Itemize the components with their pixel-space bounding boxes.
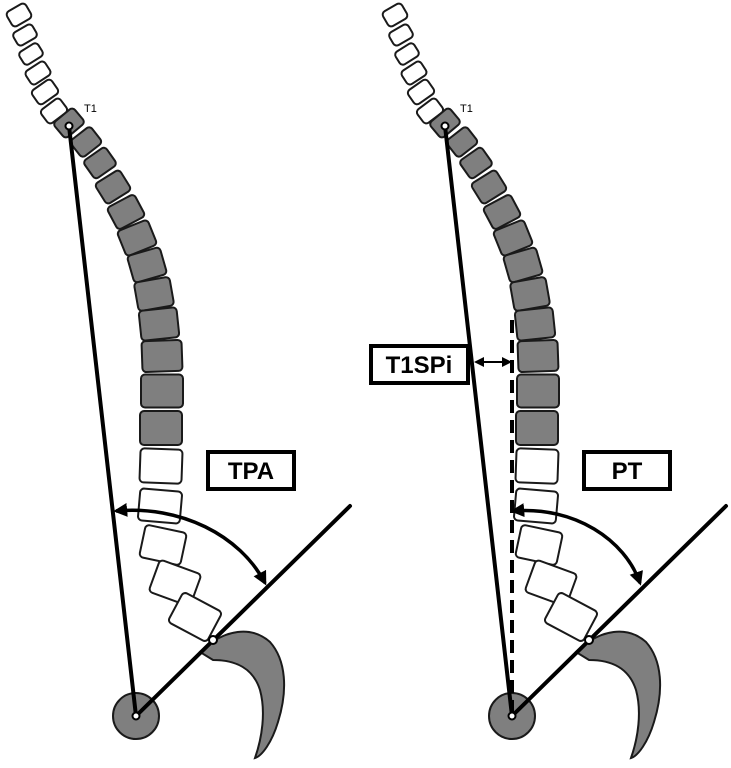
lumbar-vertebra [514, 447, 560, 485]
hip-point [131, 711, 141, 721]
cervical-vertebra [388, 23, 414, 47]
sacrum-point [208, 635, 218, 645]
t1-to-hip-line [67, 124, 138, 718]
t1spi-label-box: T1SPi [369, 344, 470, 385]
t1-point [64, 121, 74, 131]
lumbar-vertebra [138, 524, 188, 566]
cervical-vertebra [30, 78, 60, 106]
thoracic-vertebra [445, 126, 479, 158]
t1-point [440, 121, 450, 131]
tpa-panel: T1 TPA [5, 2, 352, 760]
thoracic-vertebra [459, 146, 493, 180]
thoracic-vertebra [126, 246, 168, 284]
thoracic-vertebra [137, 306, 181, 342]
lumbar-vertebra [137, 487, 183, 525]
hip-to-sacrum-line [134, 504, 352, 718]
lumbar-vertebra [544, 592, 598, 642]
cervical-vertebra [406, 78, 436, 106]
thoracic-vertebra [69, 126, 103, 158]
spine-column [5, 2, 222, 642]
pt-panel: T1 T1SPi PT [369, 2, 728, 760]
lumbar-vertebra [138, 447, 184, 485]
thoracic-vertebra [139, 410, 183, 446]
pt-label: PT [612, 458, 643, 485]
sacrum [198, 630, 286, 760]
sacrum [574, 630, 662, 760]
lumbar-vertebra [514, 524, 564, 566]
thoracic-vertebra [515, 410, 559, 446]
thoracic-vertebra [513, 306, 557, 342]
tpa-angle-arc [113, 502, 267, 586]
sacrum-point [584, 635, 594, 645]
cervical-vertebra [18, 42, 44, 66]
lumbar-vertebra [513, 487, 559, 525]
tpa-label: TPA [228, 458, 274, 485]
lumbar-vertebra [168, 592, 222, 642]
t1-label: T1 [84, 103, 97, 115]
cervical-vertebra [5, 2, 33, 28]
hip-to-sacrum-line [510, 504, 728, 718]
t1-to-hip-line [443, 124, 514, 718]
cervical-vertebra [400, 60, 428, 86]
pt-angle-arc [510, 503, 643, 586]
thoracic-vertebra [509, 276, 551, 312]
spine-column [381, 2, 598, 642]
thoracic-vertebra [83, 146, 117, 180]
thoracic-vertebra [470, 169, 508, 205]
thoracic-vertebra [492, 219, 534, 257]
t1-label: T1 [460, 103, 473, 115]
cervical-vertebra [12, 23, 38, 47]
thoracic-vertebra [516, 338, 560, 374]
cervical-vertebra [381, 2, 409, 28]
thoracic-vertebra [94, 169, 132, 205]
thoracic-vertebra [140, 373, 184, 409]
hip-point [507, 711, 517, 721]
thoracic-vertebra [106, 194, 146, 230]
cervical-vertebra [394, 42, 420, 66]
tpa-label-box: TPA [206, 450, 296, 491]
thoracic-vertebra [140, 338, 184, 374]
cervical-vertebra [24, 60, 52, 86]
thoracic-vertebra [482, 194, 522, 230]
thoracic-vertebra [502, 246, 544, 284]
thoracic-vertebra [116, 219, 158, 257]
thoracic-vertebra [516, 373, 560, 409]
pt-label-box: PT [582, 450, 672, 491]
thoracic-vertebra [133, 276, 175, 312]
t1spi-label: T1SPi [386, 352, 453, 379]
